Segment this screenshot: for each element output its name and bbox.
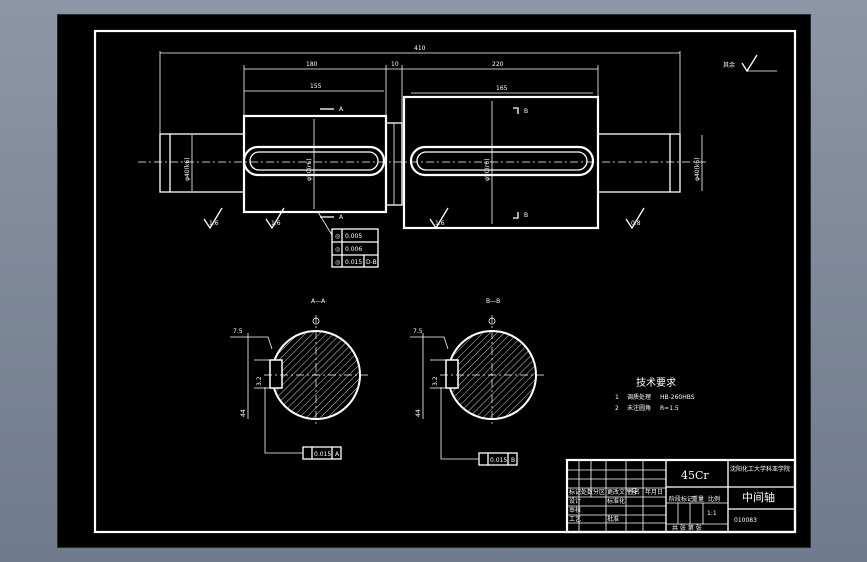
roughness-3: 1.6 (435, 220, 445, 227)
tolerance-value-1: 0.005 (345, 233, 362, 240)
svg-text:标准化: 标准化 (607, 497, 625, 505)
svg-text:0.015: 0.015 (314, 451, 331, 458)
keyway-right (409, 145, 595, 177)
section-a-tolerance (302, 446, 342, 460)
svg-text:比例: 比例 (708, 495, 720, 503)
tech-req-title: 技术要求 (636, 376, 676, 389)
svg-text:阶段标记: 阶段标记 (669, 495, 693, 503)
dim-right-journal: φ40(k6) (694, 157, 701, 181)
section-mark-b-bottom: B (524, 212, 528, 219)
svg-text:2: 2 (615, 405, 619, 412)
tolerance-ref-3: D-B (366, 259, 377, 266)
tolerance-value-2: 0.006 (345, 246, 362, 253)
svg-text:审核: 审核 (569, 506, 581, 514)
title-block-school: 沈阳化工大学科亚学院 (730, 465, 790, 473)
right-body (402, 95, 600, 230)
svg-text:0.015: 0.015 (490, 457, 507, 464)
svg-text:设计: 设计 (569, 497, 581, 505)
title-block-material: 45Cr (681, 469, 709, 482)
dim-left-body: φ50(r6) (306, 158, 313, 181)
section-b-title: B—B (486, 298, 500, 305)
svg-text:重量: 重量 (692, 495, 704, 503)
roughness-other-label: 其余 (723, 61, 735, 69)
svg-text:◎: ◎ (335, 233, 340, 240)
svg-text:R=1.5: R=1.5 (660, 405, 679, 412)
technical-requirements: 技术要求 1 调质处理 HB-260HBS 2 未注圆角 R=1.5 (615, 376, 695, 412)
roughness-1: 1.6 (209, 220, 219, 227)
svg-text:44: 44 (240, 409, 247, 417)
svg-text:批准: 批准 (607, 515, 619, 523)
title-block-part-name: 中间轴 (742, 490, 775, 504)
svg-text:分区: 分区 (593, 488, 605, 496)
title-block: 标记 处数 分区 更改文件号 签名 年月日 设计 标准化 审核 工艺 批准 阶段… (565, 458, 797, 534)
dim-right-inner: 165 (496, 85, 508, 92)
shaft-elevation: φ40(k6) φ50(r6) φ50(r6) φ40(k6) 410 180 … (138, 45, 777, 268)
svg-text:3.2: 3.2 (256, 376, 263, 386)
svg-text:3.2: 3.2 (432, 376, 439, 386)
section-a-title: A—A (311, 298, 326, 305)
dim-left-journal: φ40(k6) (184, 157, 191, 181)
drawing-frame (93, 29, 797, 534)
title-block-scale: 1:1 (707, 510, 717, 517)
dim-right-length: 220 (492, 61, 504, 68)
svg-text:处数: 处数 (581, 488, 593, 496)
dim-right-body: φ50(r6) (484, 158, 491, 181)
svg-text:标记: 标记 (569, 488, 581, 496)
section-mark-a-top: A (339, 106, 344, 113)
section-mark-a-bottom: A (339, 214, 344, 221)
left-journal (159, 133, 245, 193)
svg-text:年月日: 年月日 (645, 488, 663, 496)
tolerance-value-3: 0.015 (345, 259, 362, 266)
dim-gap: 10 (391, 61, 399, 68)
section-a: A—A 7.5 3.2 44 0.015 A (230, 298, 370, 460)
section-b-tolerance (478, 452, 518, 466)
svg-text:HB-260HBS: HB-260HBS (660, 394, 695, 401)
right-journal (597, 133, 681, 193)
roughness-4: 0.8 (631, 220, 641, 227)
cad-viewport[interactable]: φ40(k6) φ50(r6) φ50(r6) φ40(k6) 410 180 … (57, 14, 811, 548)
svg-text:A: A (335, 451, 340, 458)
svg-text:44: 44 (415, 409, 422, 417)
svg-text:工艺: 工艺 (569, 515, 581, 523)
section-b-callout: 7.5 (413, 328, 423, 335)
svg-text:更改文件号: 更改文件号 (607, 488, 637, 496)
dim-left-length: 180 (306, 61, 318, 68)
shaft-drawing: φ40(k6) φ50(r6) φ50(r6) φ40(k6) 410 180 … (93, 29, 797, 534)
tech-req-item-1: 调质处理 (627, 393, 651, 401)
svg-text:◎: ◎ (335, 246, 340, 253)
section-a-callout: 7.5 (233, 328, 243, 335)
title-block-drawing-no: 010083 (734, 517, 757, 524)
dim-left-inner: 155 (310, 83, 322, 90)
dim-overall: 410 (414, 45, 426, 52)
left-body (242, 114, 388, 214)
svg-text:B: B (511, 457, 515, 464)
section-mark-b-top: B (524, 108, 528, 115)
svg-text:◎: ◎ (335, 259, 340, 266)
roughness-2: 1.6 (271, 220, 281, 227)
svg-text:1: 1 (615, 394, 619, 401)
tolerance-table: ◎ 0.005 ◎ 0.006 ◎ 0.015 D-B (317, 211, 379, 268)
tech-req-item-2: 未注圆角 (627, 404, 651, 412)
svg-text:共 张 第 张: 共 张 第 张 (672, 524, 702, 532)
svg-text:签名: 签名 (628, 488, 640, 496)
section-b: B—B 7.5 3.2 44 0.015 B (410, 298, 546, 466)
